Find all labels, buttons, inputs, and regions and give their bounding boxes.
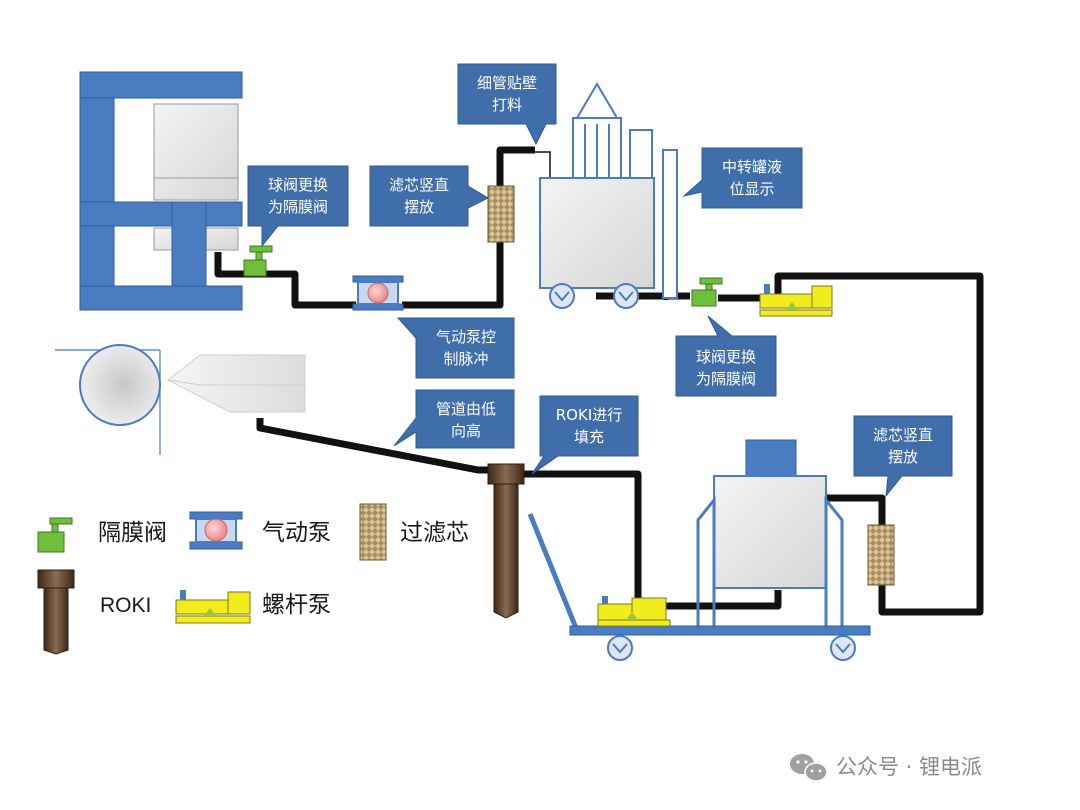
svg-text:球阀更换: 球阀更换	[696, 348, 756, 366]
diaphragm-valve-2	[691, 277, 723, 307]
svg-text:气动泵控: 气动泵控	[436, 328, 496, 346]
legend-screw-pump-icon	[175, 590, 251, 624]
legend: 隔膜阀 气动泵 过滤芯 ROKI 螺杆泵	[37, 503, 469, 655]
callout-ball-valve-2: 球阀更换 为隔膜阀	[675, 315, 777, 397]
callout-transfer-level: 中转罐液 位显示	[682, 147, 803, 209]
svg-text:细管贴壁: 细管贴壁	[477, 74, 537, 92]
svg-text:中转罐液: 中转罐液	[722, 158, 782, 176]
roller-coater	[55, 344, 306, 455]
filter-core-2	[867, 524, 895, 586]
level-gauge	[662, 149, 678, 299]
screw-pump-1	[759, 284, 833, 317]
svg-text:球阀更换: 球阀更换	[268, 176, 328, 194]
svg-text:ROKI进行: ROKI进行	[556, 406, 623, 424]
callout-filter-1: 滤芯竖直 摆放	[369, 165, 490, 227]
svg-text:打料: 打料	[492, 96, 522, 114]
callout-pneumatic-pulse: 气动泵控 制脉冲	[396, 317, 515, 379]
svg-text:位显示: 位显示	[729, 180, 774, 198]
svg-text:向高: 向高	[451, 422, 481, 440]
callout-roki-fill: ROKI进行 填充	[531, 395, 639, 475]
legend-pneumatic-pump-icon	[189, 511, 243, 550]
legend-pneumatic-pump-label: 气动泵	[262, 520, 331, 546]
svg-text:管道由低: 管道由低	[436, 400, 496, 418]
svg-text:制脉冲: 制脉冲	[443, 350, 488, 368]
storage-tank	[539, 82, 655, 309]
filter-core-1	[487, 185, 515, 243]
legend-filter-core-icon	[359, 503, 387, 561]
legend-screw-pump-label: 螺杆泵	[262, 592, 331, 618]
pneumatic-pump	[352, 275, 404, 311]
callout-fine-pipe: 细管贴壁 打料	[457, 63, 557, 146]
pipes	[214, 146, 984, 616]
svg-text:摆放: 摆放	[404, 198, 434, 216]
svg-text:摆放: 摆放	[888, 448, 918, 466]
diaphragm-valve-1	[243, 245, 273, 277]
callout-filter-2: 滤芯竖直 摆放	[853, 415, 953, 498]
callout-pipe-rise: 管道由低 向高	[393, 389, 515, 449]
svg-text:滤芯竖直: 滤芯竖直	[389, 176, 449, 194]
roki-filter	[487, 463, 525, 619]
svg-text:为隔膜阀: 为隔膜阀	[696, 370, 756, 388]
screw-pump-2	[597, 596, 671, 627]
legend-roki-icon	[37, 569, 75, 655]
svg-text:为隔膜阀: 为隔膜阀	[268, 198, 328, 216]
watermark: 公众号 · 锂电派	[790, 754, 982, 782]
svg-text:滤芯竖直: 滤芯竖直	[873, 426, 933, 444]
svg-text:填充: 填充	[574, 428, 604, 446]
legend-diaphragm-valve-icon	[37, 517, 73, 553]
watermark-text: 公众号 · 锂电派	[836, 755, 982, 779]
legend-roki-label: ROKI	[100, 594, 151, 617]
legend-filter-core-label: 过滤芯	[400, 520, 469, 546]
callout-ball-valve-1: 球阀更换 为隔膜阀	[247, 165, 349, 248]
legend-diaphragm-valve-label: 隔膜阀	[98, 520, 167, 546]
mobile-tank-cart	[527, 439, 871, 661]
mixer-machine	[79, 71, 243, 311]
wechat-icon	[790, 754, 828, 782]
